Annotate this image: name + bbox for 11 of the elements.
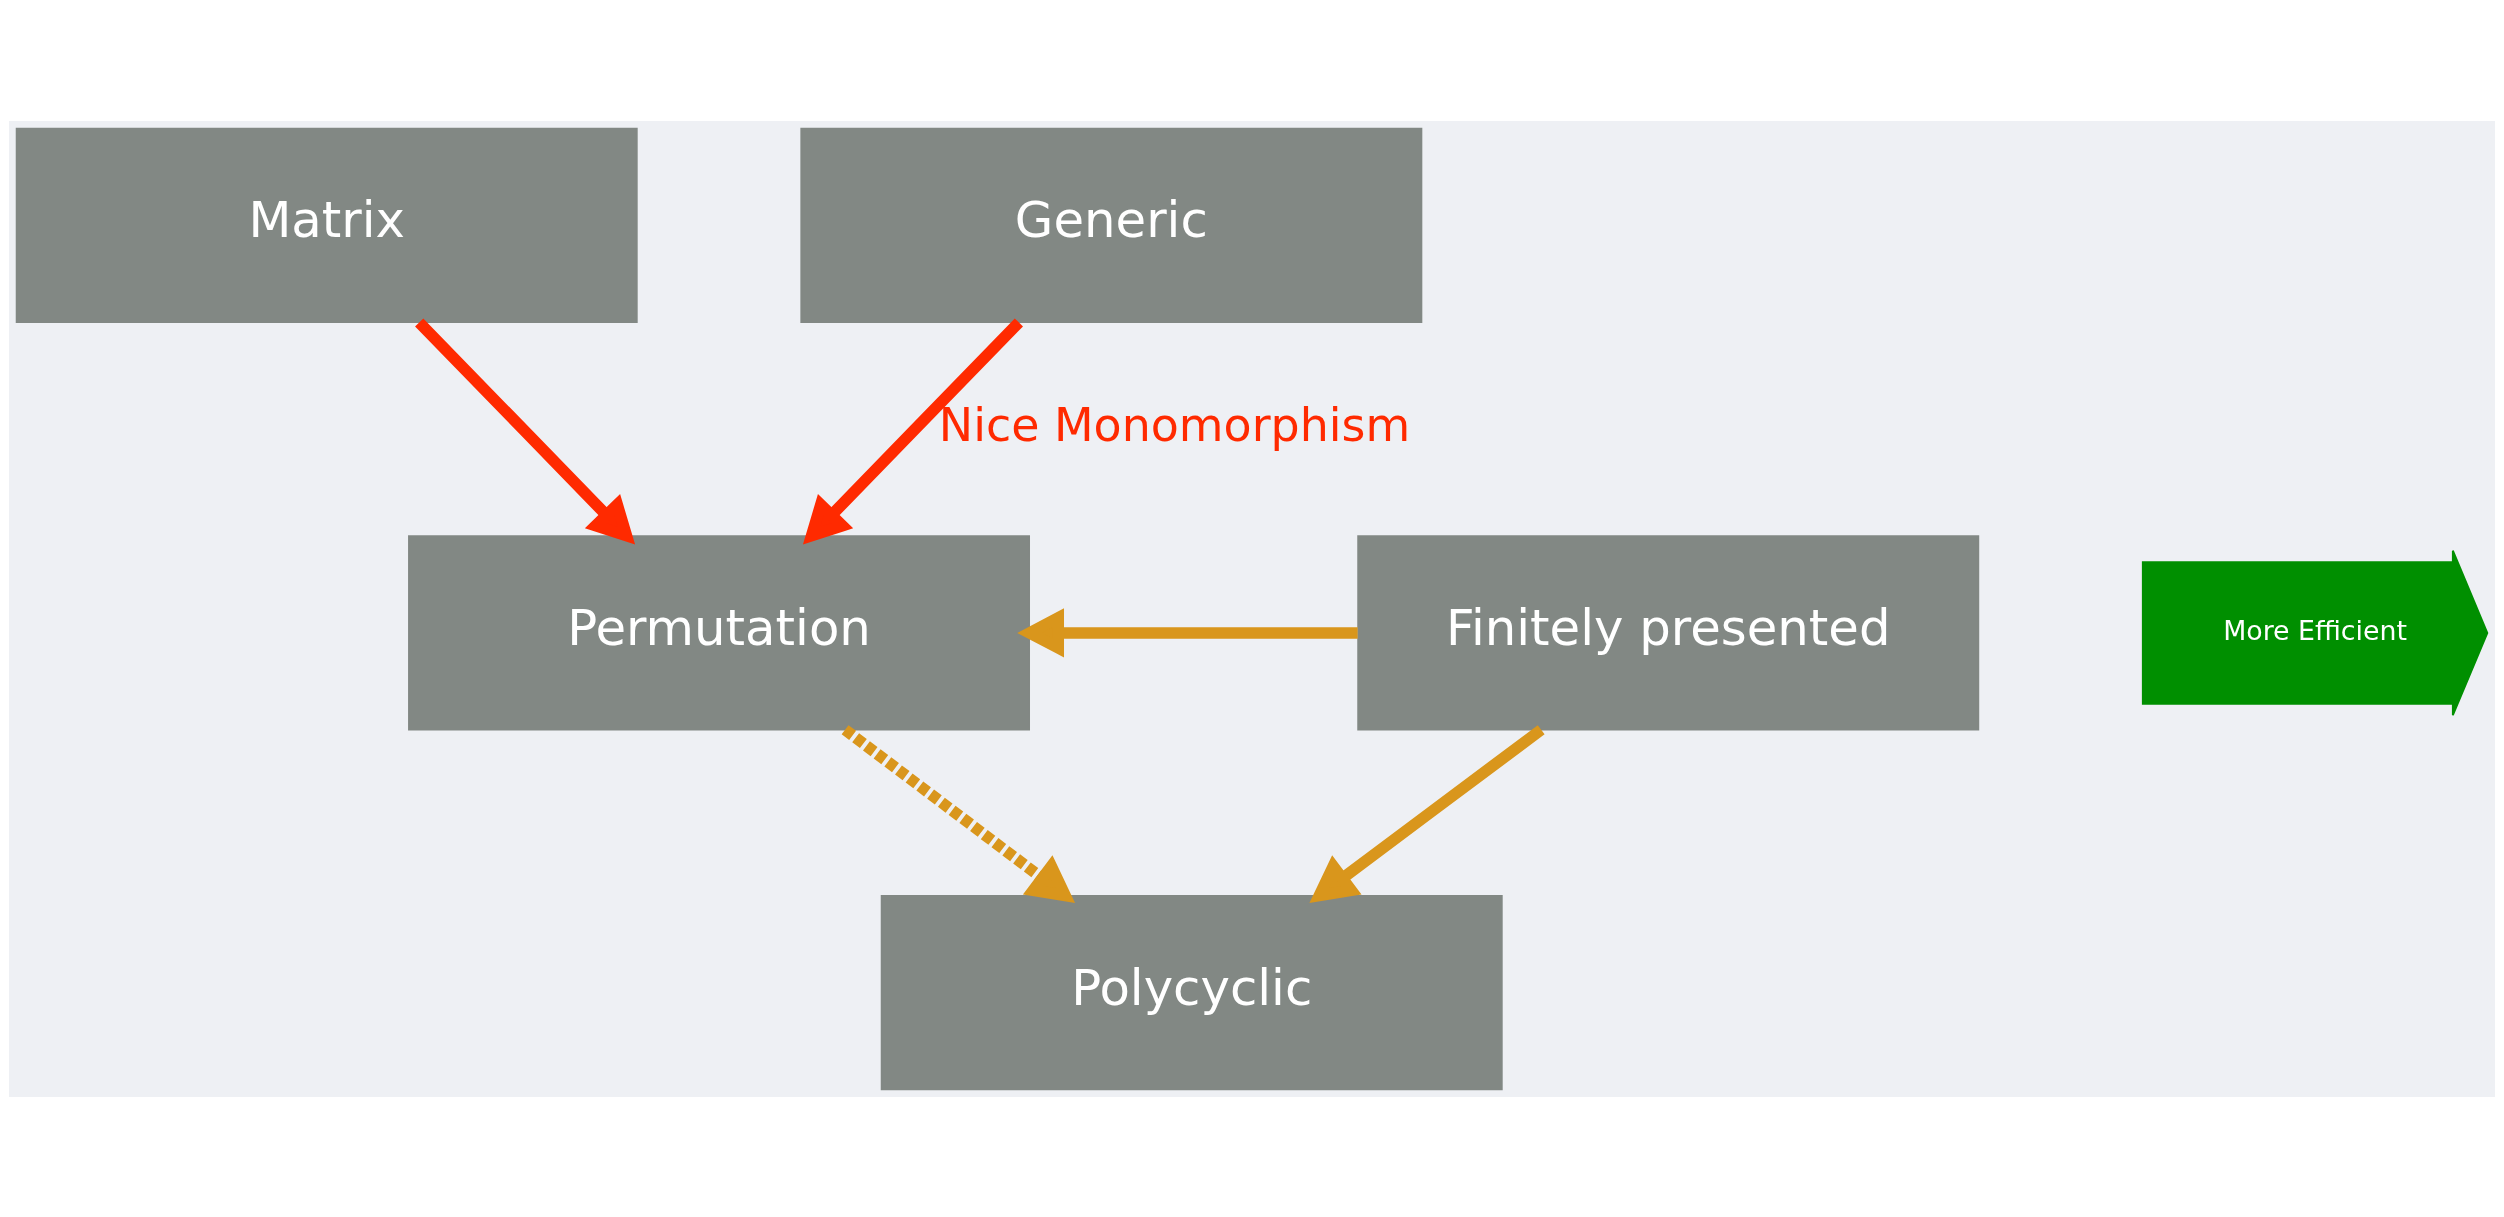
node-box: Finitely presented	[1357, 534, 1980, 730]
node-box: Generic	[800, 127, 1423, 323]
arrow	[415, 317, 636, 545]
arrow	[1309, 724, 1545, 903]
node-box: Polycyclic	[880, 894, 1503, 1090]
arrow	[841, 724, 1076, 903]
edge-label: Nice Monomorphism	[938, 397, 1411, 452]
arrow	[802, 317, 1023, 545]
node-box: Permutation	[408, 534, 1030, 730]
arrow	[1017, 607, 1358, 657]
node-box: Matrix	[15, 127, 638, 323]
